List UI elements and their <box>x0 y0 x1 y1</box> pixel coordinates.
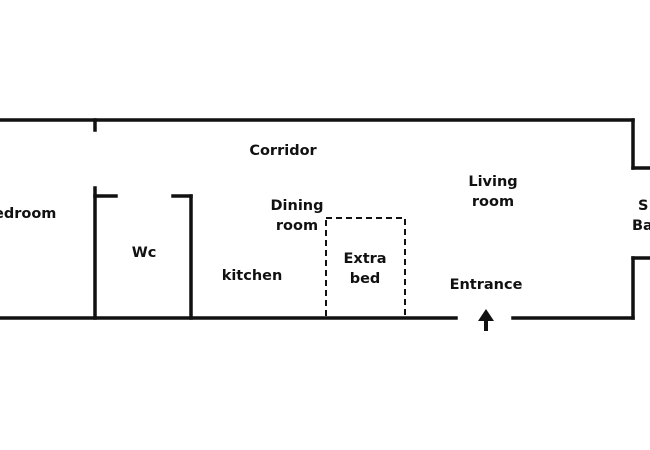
shower-bathroom-label-line1: S <box>638 198 648 214</box>
walls <box>0 118 650 320</box>
corridor-label: Corridor <box>249 143 317 159</box>
living-room-label-line1: Living <box>468 174 517 190</box>
extra-bed-label-line2: bed <box>350 271 381 287</box>
dining-room-label-line1: Dining <box>270 198 323 214</box>
extra-bed-label-line1: Extra <box>343 251 386 267</box>
wc-label: Wc <box>132 245 157 261</box>
dining-room-label-line2: room <box>276 218 318 234</box>
arrow-up-icon <box>478 309 494 331</box>
shower-bathroom-label-line2: Ba <box>632 218 650 234</box>
entrance-label: Entrance <box>450 277 523 293</box>
extra-bed-outline <box>325 217 406 319</box>
living-room-label-line2: room <box>472 194 514 210</box>
bedroom-label: edroom <box>0 206 56 222</box>
kitchen-label: kitchen <box>222 268 283 284</box>
